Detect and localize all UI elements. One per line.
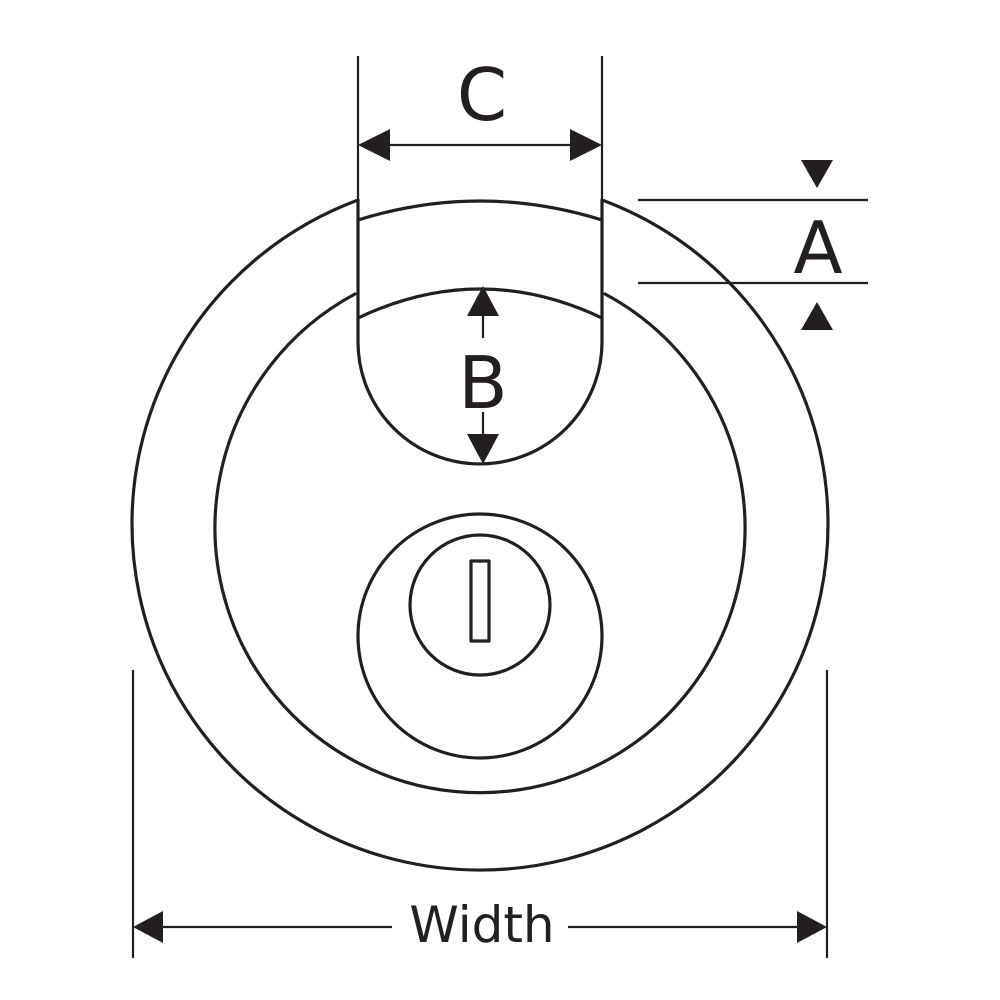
outer-rim xyxy=(130,198,830,872)
shackle-inner-edge xyxy=(356,287,604,320)
width-arrow-left xyxy=(133,911,163,943)
cylinder-inner xyxy=(408,533,552,677)
dimension-b-label: B xyxy=(458,341,507,425)
a-arrow-up xyxy=(801,302,833,330)
keyway xyxy=(356,512,604,760)
width-arrow-right xyxy=(797,911,827,943)
dimension-a-label: A xyxy=(793,206,842,290)
dimension-c-label: C xyxy=(457,53,507,137)
dimension-c: C xyxy=(356,53,604,200)
dimension-a: A xyxy=(638,160,868,330)
width-label: Width xyxy=(409,896,554,954)
key-slot xyxy=(469,559,491,643)
padlock-body xyxy=(130,198,830,872)
shackle-top-edge xyxy=(356,199,604,222)
cylinder-outer xyxy=(356,512,604,760)
dimension-b: B xyxy=(458,286,508,464)
b-arrow-down xyxy=(467,434,499,464)
b-arrow-up xyxy=(467,286,499,316)
a-arrow-down xyxy=(801,160,833,188)
shackle-bottom xyxy=(356,340,604,466)
inner-ring xyxy=(213,292,747,795)
c-arrow-right xyxy=(570,129,602,161)
c-arrow-left xyxy=(358,129,390,161)
dimension-width: Width xyxy=(131,670,829,958)
